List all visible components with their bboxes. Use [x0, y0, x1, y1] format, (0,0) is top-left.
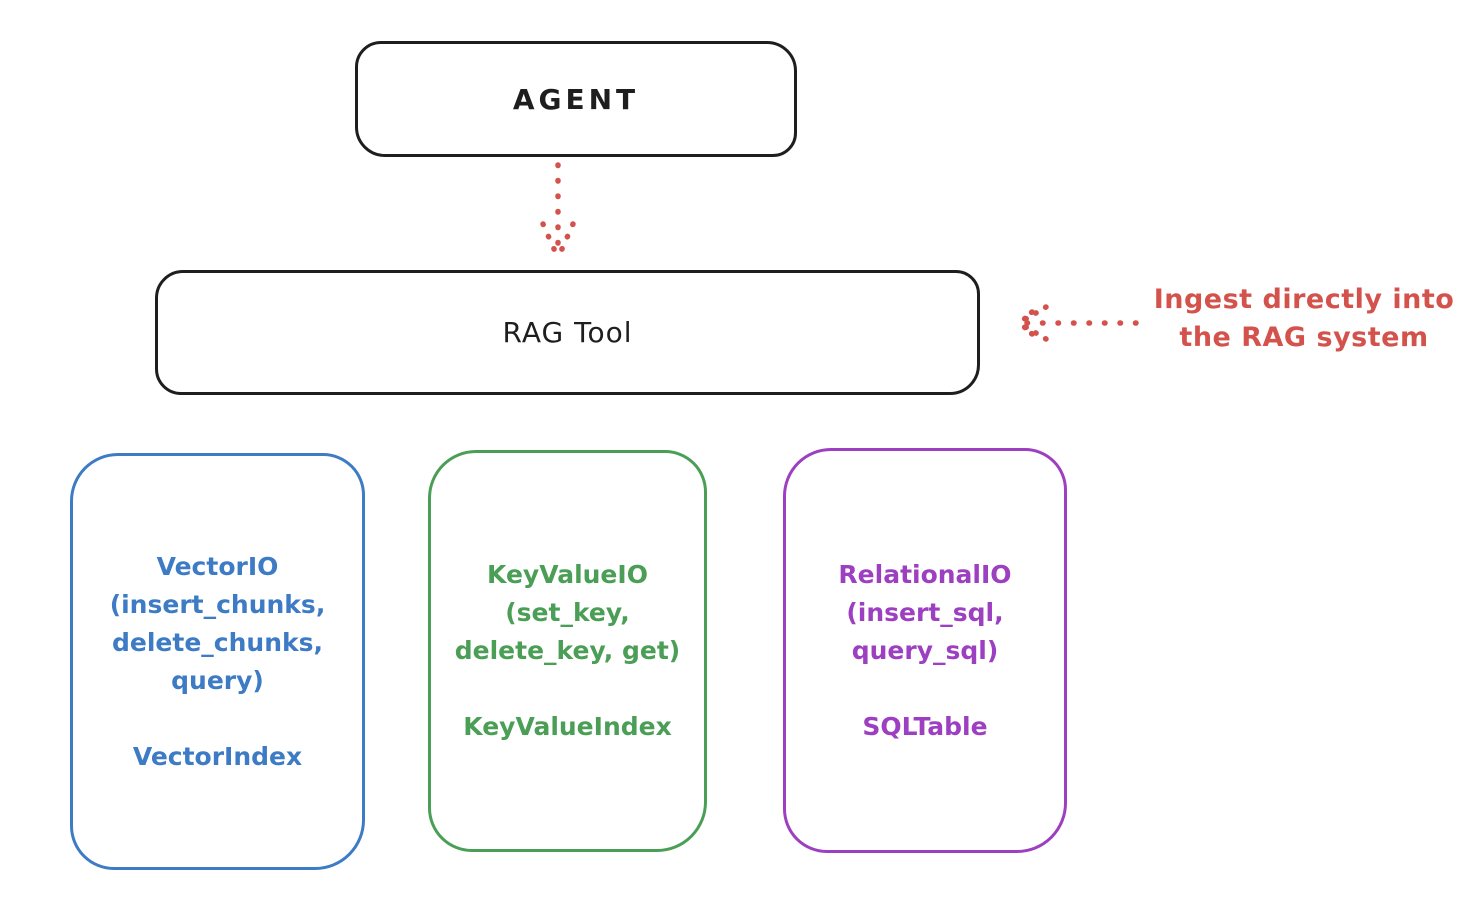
keyvalue-index-label: KeyValueIndex	[463, 712, 672, 741]
agent-to-rag-arrow-icon	[540, 162, 576, 261]
vector-index-label: VectorIndex	[132, 741, 303, 771]
agent-label: AGENT	[512, 82, 640, 116]
keyvalue-io-body: KeyValueIO (set_key, delete_key, get)	[454, 560, 681, 665]
agent-node[interactable]: AGENT	[355, 41, 797, 157]
annotation-to-rag-arrow-icon	[1016, 304, 1139, 342]
vector-io-node[interactable]: VectorIO (insert_chunks, delete_chunks, …	[70, 453, 365, 870]
annotation-line-1: Ingest directly into	[1153, 284, 1455, 315]
rag-tool-node[interactable]: RAG Tool	[155, 270, 980, 395]
sql-table-label: SQLTable	[862, 711, 988, 741]
vector-io-body: VectorIO (insert_chunks, delete_chunks, …	[109, 551, 326, 695]
keyvalue-io-node[interactable]: KeyValueIO (set_key, delete_key, get) Ke…	[428, 450, 707, 852]
annotation-line-2: the RAG system	[1179, 322, 1429, 353]
relational-io-node[interactable]: RelationalIO (insert_sql, query_sql) SQL…	[783, 448, 1067, 853]
rag-tool-label: RAG Tool	[502, 316, 633, 349]
annotation-text: Ingest directly into the RAG system	[1132, 281, 1476, 357]
relational-io-body: RelationalIO (insert_sql, query_sql)	[838, 559, 1012, 665]
